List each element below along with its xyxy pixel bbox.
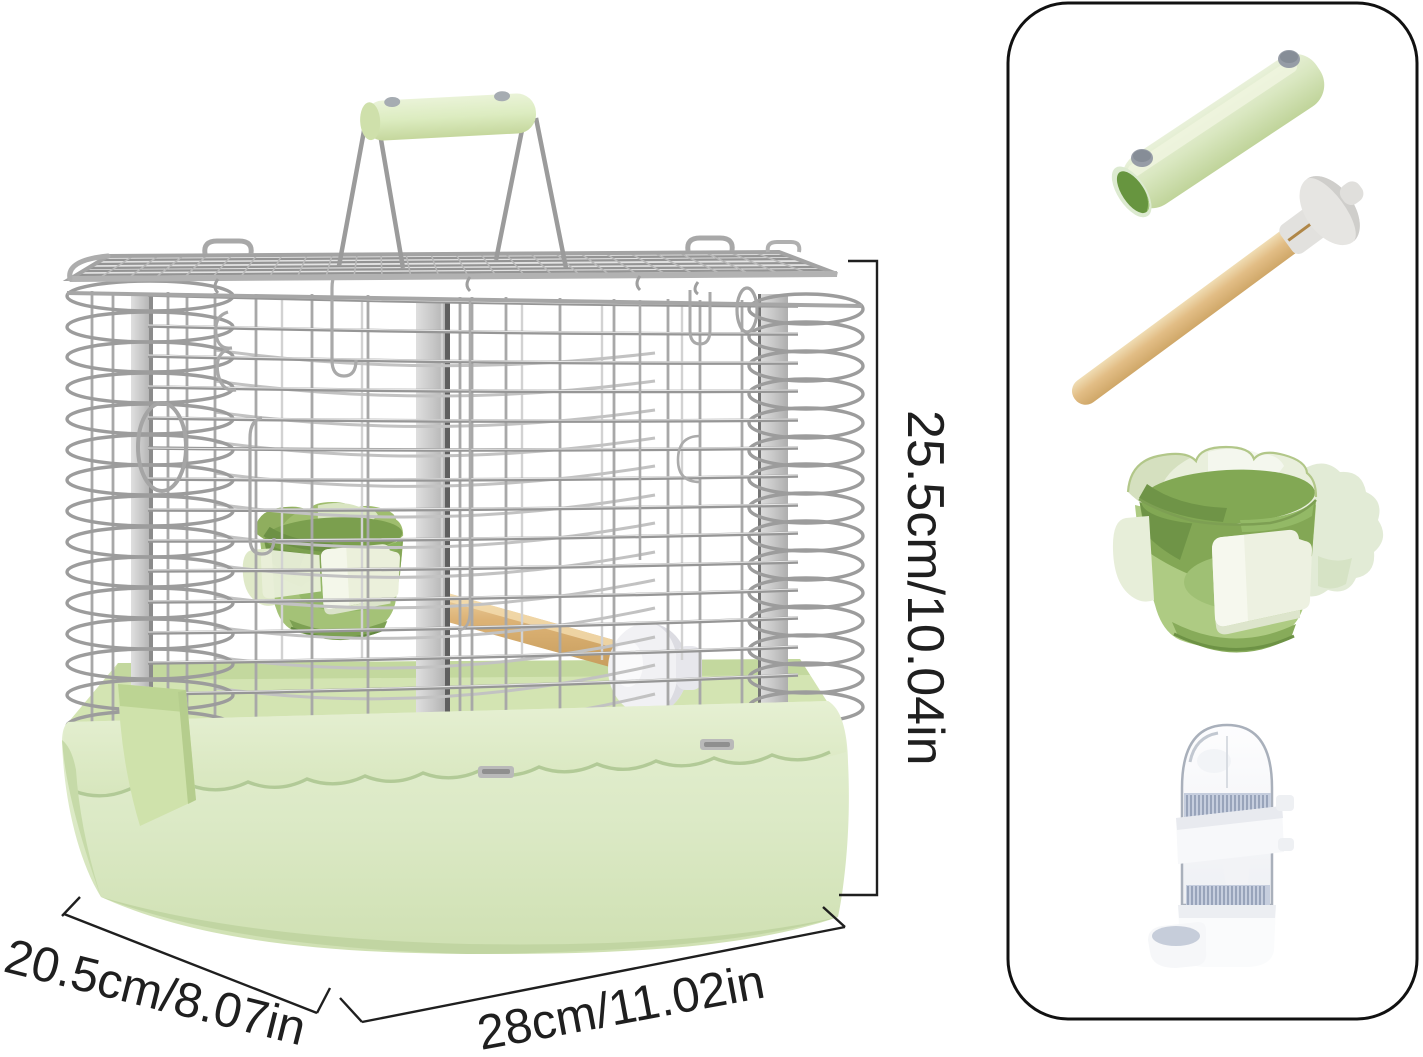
svg-text:25.5cm/10.04in: 25.5cm/10.04in	[896, 410, 954, 766]
